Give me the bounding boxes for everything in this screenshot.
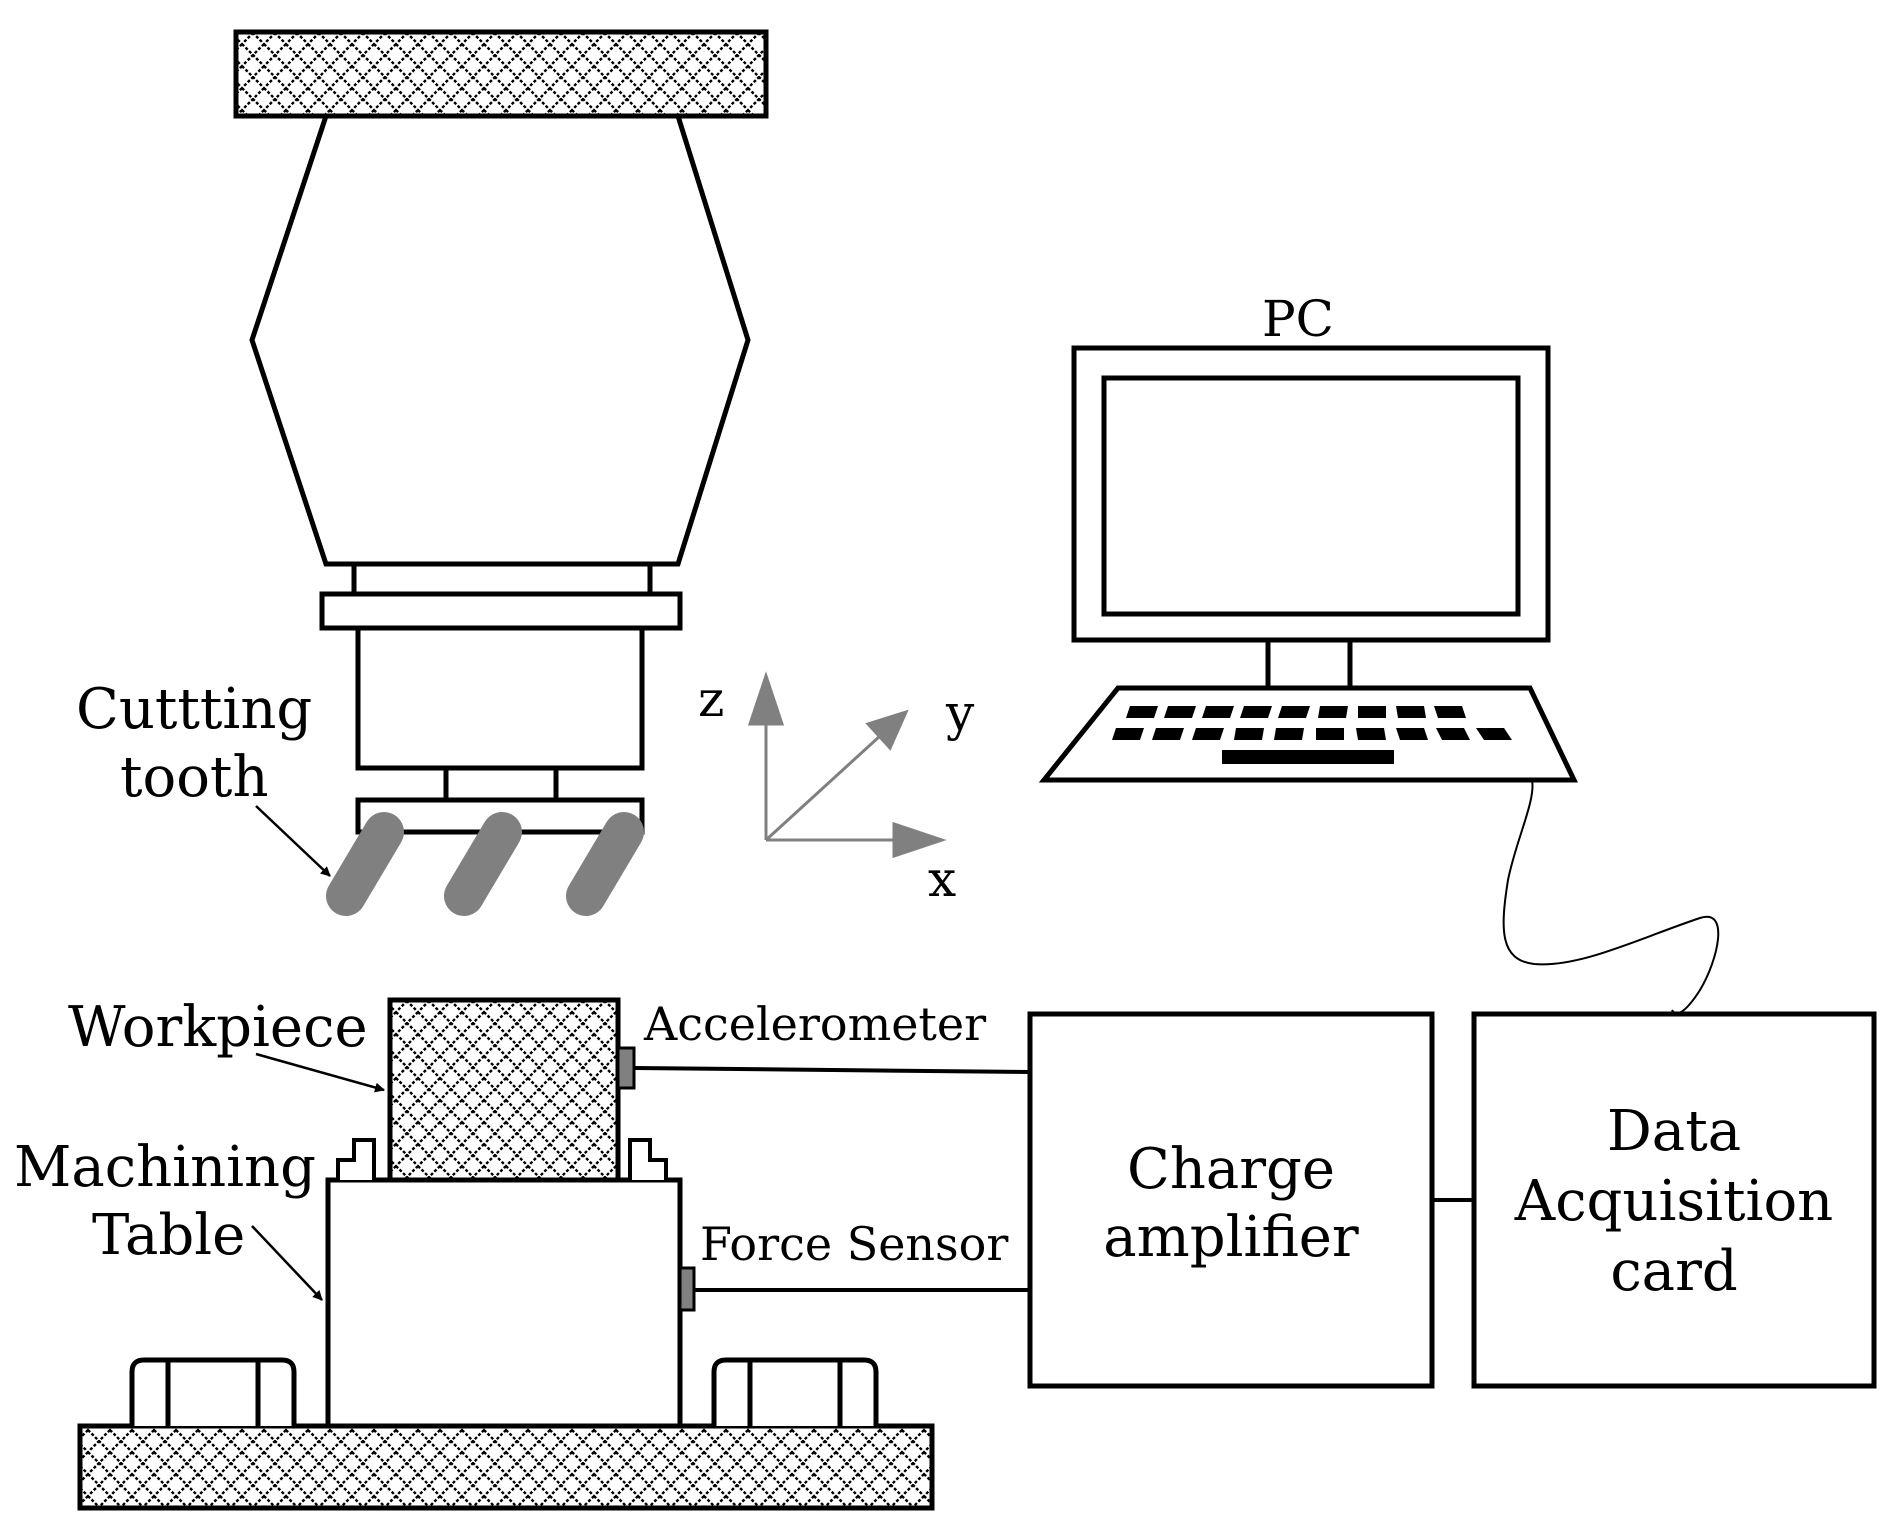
axis-label-y: y [945,684,975,742]
pc-cable [1502,779,1720,1015]
daq-card-box [1471,1011,1877,1389]
axis-label-x: x [928,850,956,908]
workpiece [387,997,621,1183]
accelerometer-sensor [616,1046,636,1090]
label-charge-amplifier-2: amplifier [1103,1205,1359,1270]
keyboard-keys [1112,706,1512,764]
label-workpiece: Workpiece [68,995,368,1060]
coordinate-axes [747,671,947,859]
pc-stand [1265,637,1353,691]
tool-holder [355,625,645,771]
x-arrow-icon [892,821,947,859]
spindle-head [233,29,769,835]
label-charge-amplifier-1: Charge [1127,1137,1335,1202]
axis-label-z: z [698,670,724,728]
cutting-tooth [566,812,644,916]
label-daq-2: Acquisition [1514,1169,1833,1234]
spindle-top-plate [233,29,769,119]
base-plate [77,1423,935,1511]
machining-assembly [77,997,935,1511]
signal-wires [633,1066,1474,1292]
label-daq-1: Data [1607,1099,1741,1164]
label-machining-table-2: Table [92,1203,245,1268]
cutting-teeth [326,812,644,916]
pc-computer [1038,345,1578,783]
label-pc: PC [1262,290,1334,348]
pc-screen [1101,375,1521,617]
cutting-tooth-arrow [255,805,331,877]
label-daq-3: card [1610,1239,1737,1304]
spindle-flange [319,591,683,631]
label-accelerometer: Accelerometer [643,997,986,1051]
machining-table-arrow [251,1225,323,1301]
y-arrow-icon [865,709,909,751]
force-sensor [678,1266,696,1312]
label-machining-table-1: Machining [14,1135,316,1200]
workpiece-arrow [255,1052,385,1093]
bolt-left [129,1357,297,1426]
label-force-sensor: Force Sensor [700,1217,1008,1271]
bolt-right [711,1357,879,1426]
cutting-tooth [444,812,522,916]
spindle-neck [351,561,653,597]
clamp-left [336,1138,376,1180]
z-arrow-icon [747,671,785,726]
machining-table [325,1177,683,1429]
clamp-right [628,1138,668,1180]
charge-amplifier-box [1027,1011,1435,1389]
label-cutting-tooth-2: tooth [120,745,269,810]
label-cutting-tooth-1: Cuttting [76,677,312,742]
cutting-tooth [326,812,404,916]
spindle-body [249,113,751,567]
